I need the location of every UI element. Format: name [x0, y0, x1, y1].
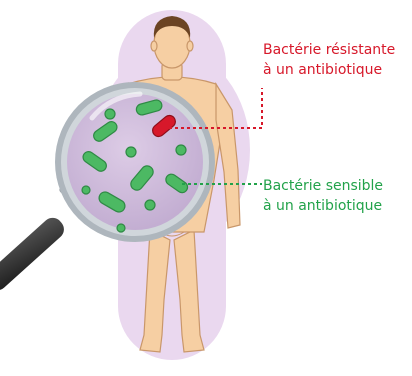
- magnifying-glass-icon: [55, 82, 215, 242]
- resistant-label-line1: Bactérie résistante: [263, 40, 395, 60]
- sensitive-label: Bactérie sensible à un antibiotique: [263, 176, 383, 216]
- bacterium-icon: [105, 109, 115, 119]
- bacterium-icon: [145, 200, 155, 210]
- sensitive-label-line1: Bactérie sensible: [263, 176, 383, 196]
- resistant-label-line2: à un antibiotique: [263, 60, 395, 80]
- bacterium-icon: [82, 186, 90, 194]
- sensitive-label-line2: à un antibiotique: [263, 196, 383, 216]
- resistant-label: Bactérie résistante à un antibiotique: [263, 40, 395, 80]
- bacterium-icon: [176, 145, 186, 155]
- bacterium-icon: [126, 147, 136, 157]
- bacterium-icon: [117, 224, 125, 232]
